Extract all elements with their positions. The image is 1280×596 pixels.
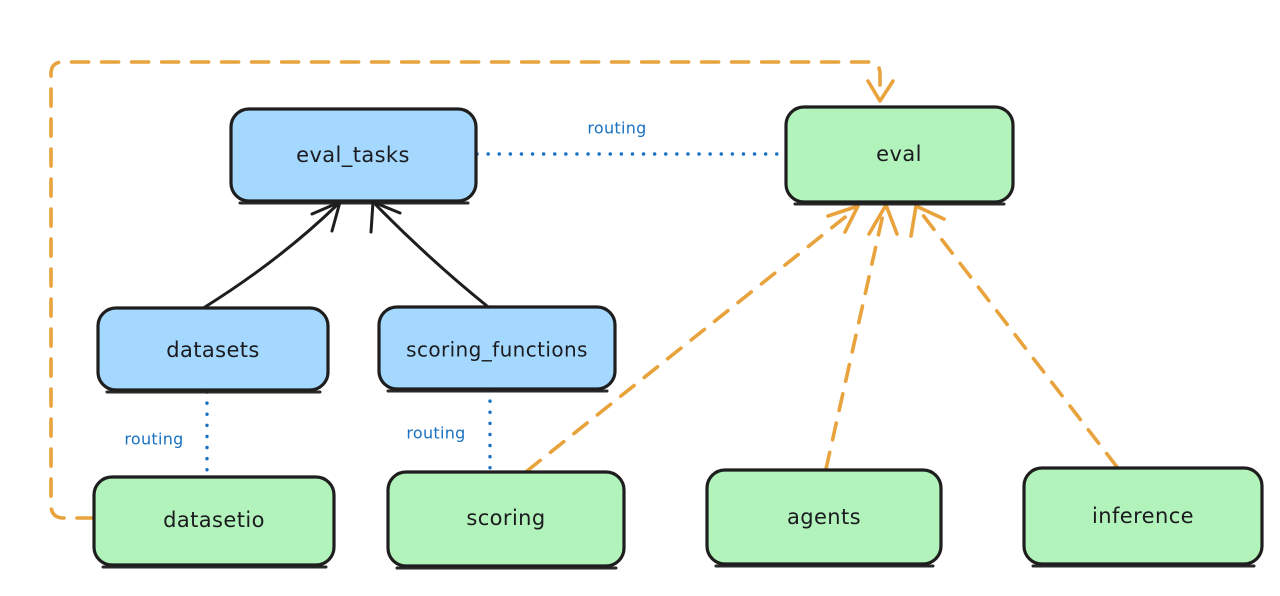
node-datasetio-label: datasetio bbox=[163, 508, 265, 532]
node-inference-label: inference bbox=[1092, 504, 1194, 528]
edge-datasetio-eval bbox=[49, 60, 895, 520]
node-datasets[interactable]: datasets bbox=[96, 306, 330, 394]
node-agents[interactable]: agents bbox=[705, 468, 943, 568]
node-scoring-functions[interactable]: scoring_functions bbox=[377, 305, 617, 393]
edge-datasetio-eval-line bbox=[49, 60, 882, 520]
node-datasetio[interactable]: datasetio bbox=[92, 475, 336, 569]
node-scoring-functions-rect bbox=[377, 305, 617, 391]
node-datasets-rect bbox=[96, 306, 330, 392]
node-scoring[interactable]: scoring bbox=[386, 470, 626, 570]
edge-inference-eval bbox=[909, 204, 1119, 469]
edge-eval-tasks-eval: routing bbox=[475, 119, 786, 156]
edge-inference-eval-arrowhead bbox=[909, 204, 946, 238]
edge-label-routing-datasets: routing bbox=[124, 430, 183, 449]
node-agents-rect bbox=[705, 468, 943, 566]
node-datasets-label: datasets bbox=[166, 338, 260, 362]
edge-scoring-functions-eval-tasks-line bbox=[374, 203, 489, 308]
edge-label-routing-scoring-functions: routing bbox=[406, 424, 465, 443]
edge-scoring-eval-line bbox=[525, 208, 856, 473]
edge-inference-eval-line bbox=[917, 208, 1119, 469]
edge-agents-eval-line bbox=[824, 208, 886, 471]
node-scoring-label: scoring bbox=[466, 506, 545, 530]
node-eval-tasks-rect bbox=[229, 107, 478, 203]
node-eval-tasks-label: eval_tasks bbox=[296, 143, 410, 168]
node-eval-tasks[interactable]: eval_tasks bbox=[229, 107, 478, 205]
edge-datasets-eval-tasks bbox=[203, 200, 342, 309]
edge-datasetio-eval-arrowhead bbox=[866, 79, 895, 103]
edge-scoring-eval-arrowhead bbox=[826, 204, 860, 234]
node-eval[interactable]: eval bbox=[784, 105, 1015, 206]
node-scoring-rect bbox=[386, 470, 626, 568]
node-scoring-functions-label: scoring_functions bbox=[406, 338, 588, 362]
edge-datasets-datasetio: routing bbox=[124, 390, 209, 478]
edge-label-routing-eval-tasks: routing bbox=[587, 119, 646, 138]
node-inference[interactable]: inference bbox=[1022, 466, 1264, 568]
edge-scoring-eval bbox=[525, 204, 860, 473]
node-datasetio-rect bbox=[92, 475, 336, 567]
edge-agents-eval bbox=[824, 203, 899, 471]
edge-scoring-functions-scoring: routing bbox=[406, 388, 492, 474]
node-eval-rect bbox=[784, 105, 1015, 204]
edge-datasets-eval-tasks-line bbox=[203, 203, 339, 309]
node-agents-label: agents bbox=[787, 505, 861, 529]
edge-scoring-functions-eval-tasks bbox=[369, 200, 489, 308]
node-eval-label: eval bbox=[876, 142, 922, 166]
node-inference-rect bbox=[1022, 466, 1264, 566]
edge-scoring-functions-eval-tasks-arrowhead bbox=[369, 200, 402, 234]
